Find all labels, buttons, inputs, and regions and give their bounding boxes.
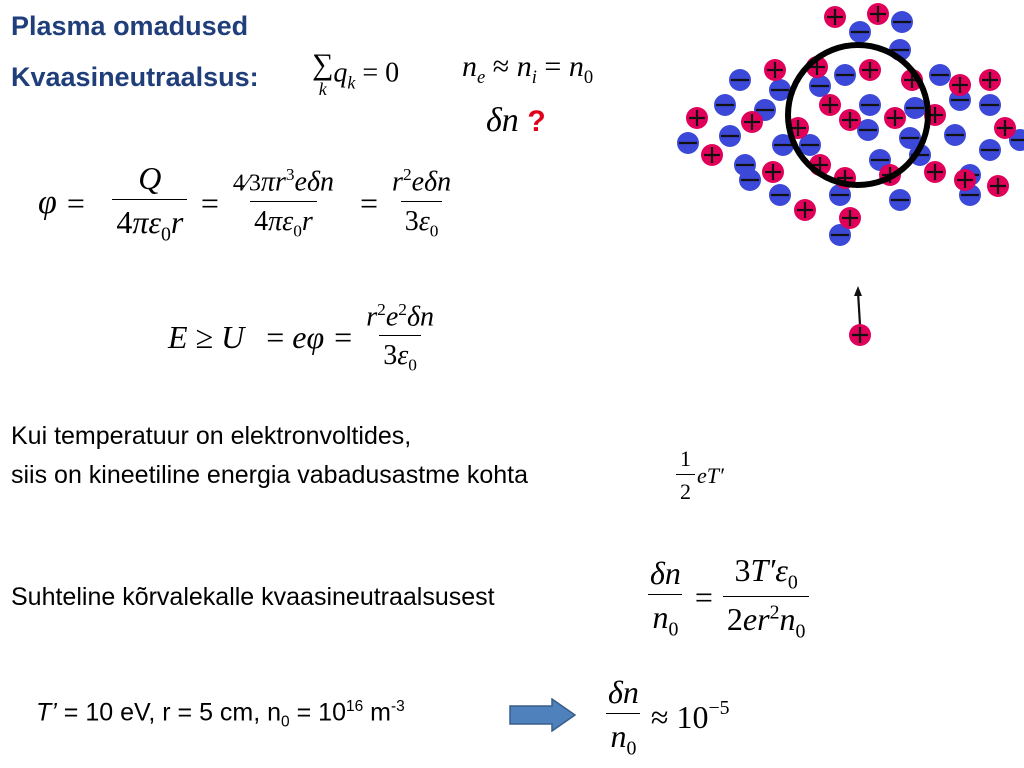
positive-ion-icon [949,74,971,96]
positive-ion-icon [741,111,763,133]
electron-icon [829,224,851,246]
electron-icon [857,119,879,141]
electron-icon [714,94,736,116]
electron-icon [859,94,881,116]
energy-formula: E≥U =eφ= r2e2δn 3ε0 [168,300,434,375]
positive-ion-icon [762,161,784,183]
debye-sphere-circle [785,42,931,188]
sum-formula: ∑ k qk = 0 [312,48,400,99]
electron-icon [829,184,851,206]
positive-ion-icon [884,107,906,129]
right-arrow-icon [509,698,577,732]
positive-ion-icon [819,94,841,116]
electron-icon [849,21,871,43]
electron-icon [979,139,1001,161]
electron-icon [677,132,699,154]
electron-icon [772,134,794,156]
electron-icon [944,124,966,146]
result-formula: δn n0 ≈ 10−5 [606,674,730,760]
electron-icon [809,75,831,97]
electron-icon [929,64,951,86]
electron-icon [904,97,926,119]
delta-n: δn ? [486,102,546,139]
plasma-particles-diagram [677,3,1024,346]
electron-icon [834,64,856,86]
electron-icon [739,169,761,191]
question-mark: ? [527,105,546,138]
electron-icon [979,94,1001,116]
positive-ion-icon [839,207,861,229]
positive-ion-icon [954,169,976,191]
electron-icon [889,189,911,211]
positive-ion-icon [794,199,816,221]
positive-ion-icon [987,175,1009,197]
text-line-1: Kui temperatuur on elektronvoltides, [11,422,412,450]
positive-ion-icon [839,109,861,131]
density-relation: ne ≈ ni = n0 [462,50,594,88]
electron-icon [769,79,791,101]
electron-icon [729,69,751,91]
moving-ion-icon [849,324,871,346]
electron-icon [799,134,821,156]
positive-ion-icon [994,117,1016,139]
deviation-formula: δn n0 = 3T′ε0 2er2n0 [646,552,810,644]
positive-ion-icon [859,59,881,81]
positive-ion-icon [979,69,1001,91]
text-line-3: Suhteline kõrvalekalle kvaasineutraalsus… [11,583,495,611]
positive-ion-icon [701,144,723,166]
kinetic-energy-formula: 1 2 eT′ [676,446,724,505]
parameters-text: T’ = 10 eV, r = 5 cm, n0 = 1016 m-3 [36,698,405,731]
slide-title: Plasma omadused [11,11,249,41]
positive-ion-icon [867,3,889,25]
slide-subtitle: Kvaasineutraalsus: [11,62,259,92]
text-line-2: siis on kineetiline energia vabadusastme… [11,461,528,489]
positive-ion-icon [764,59,786,81]
electron-icon [891,11,913,33]
positive-ion-icon [686,107,708,129]
up-arrow-icon [854,286,862,326]
electron-icon [719,125,741,147]
electron-icon [899,127,921,149]
potential-formula: φ= Q 4πε0r = 4⁄3πr3eδn 4πε0r = r2eδn 3ε0 [38,160,452,246]
positive-ion-icon [824,6,846,28]
electron-icon [769,184,791,206]
positive-ion-icon [924,161,946,183]
